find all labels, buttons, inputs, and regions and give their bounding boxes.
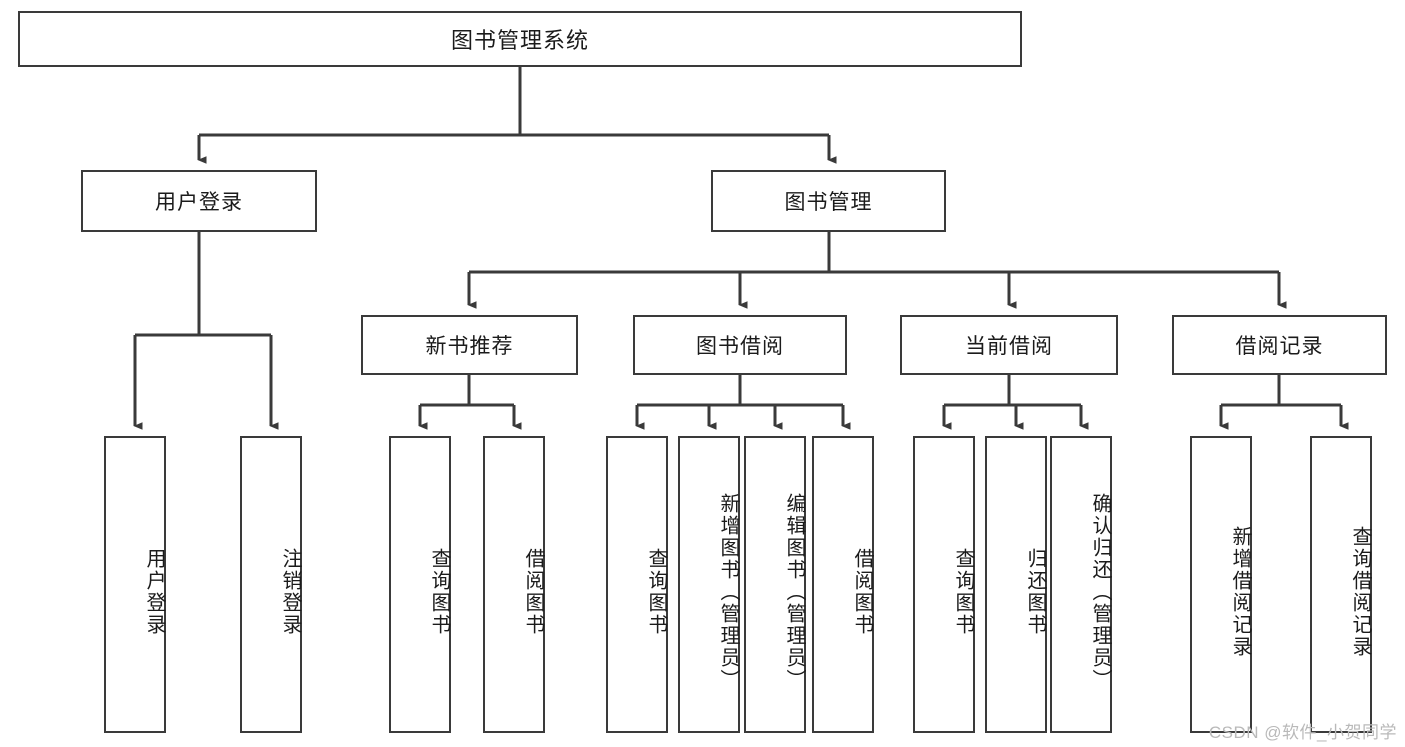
node-book-borrow[interactable]: 图书借阅: [633, 315, 847, 375]
leaf-add-borrow-record[interactable]: 新增借阅记录: [1190, 436, 1252, 733]
leaf-query-borrow-record[interactable]: 查询借阅记录: [1310, 436, 1372, 733]
node-new-book-recommend[interactable]: 新书推荐: [361, 315, 578, 375]
node-borrow-record[interactable]: 借阅记录: [1172, 315, 1387, 375]
leaf-query-book-current[interactable]: 查询图书: [913, 436, 975, 733]
leaf-query-book-newbook[interactable]: 查询图书: [389, 436, 451, 733]
leaf-confirm-return-admin[interactable]: 确认归还（管理员）: [1050, 436, 1112, 733]
node-book-management[interactable]: 图书管理: [711, 170, 946, 232]
leaf-borrow-book-newbook[interactable]: 借阅图书: [483, 436, 545, 733]
node-root[interactable]: 图书管理系统: [18, 11, 1022, 67]
leaf-user-logout[interactable]: 注销登录: [240, 436, 302, 733]
csdn-watermark: CSDN @软件_小贺同学: [1208, 723, 1397, 742]
leaf-add-book-admin[interactable]: 新增图书（管理员）: [678, 436, 740, 733]
node-current-borrow[interactable]: 当前借阅: [900, 315, 1118, 375]
leaf-edit-book-admin[interactable]: 编辑图书（管理员）: [744, 436, 806, 733]
leaf-borrow-book[interactable]: 借阅图书: [812, 436, 874, 733]
leaf-query-book-borrow[interactable]: 查询图书: [606, 436, 668, 733]
leaf-return-book[interactable]: 归还图书: [985, 436, 1047, 733]
leaf-user-login[interactable]: 用户登录: [104, 436, 166, 733]
node-user-login[interactable]: 用户登录: [81, 170, 317, 232]
